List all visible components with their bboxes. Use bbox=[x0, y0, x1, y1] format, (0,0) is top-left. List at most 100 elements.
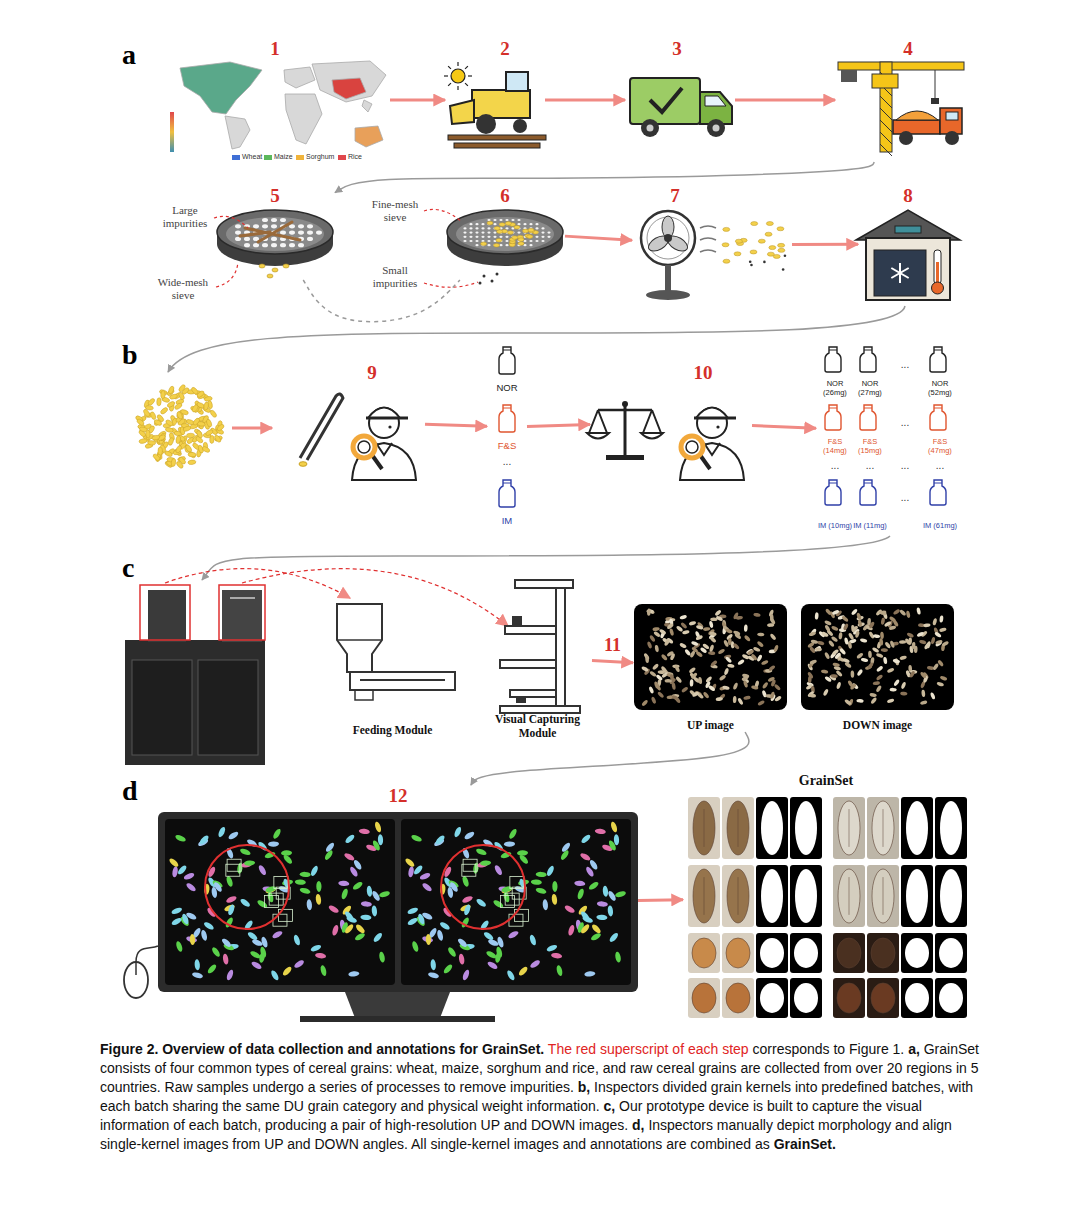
grain bbox=[767, 676, 775, 682]
panel-letter: d bbox=[122, 776, 138, 806]
grain bbox=[164, 450, 173, 457]
module-label: Visual Capturing Module bbox=[483, 712, 592, 740]
thermometer bbox=[934, 250, 941, 284]
crane-jib bbox=[838, 62, 964, 70]
grain bbox=[187, 433, 195, 438]
annotated-kernel bbox=[487, 938, 499, 947]
sieve-hole bbox=[307, 231, 313, 235]
batch-label: F&S (47mg) bbox=[921, 437, 959, 455]
module-label: Feeding Module bbox=[353, 723, 433, 737]
grain bbox=[893, 608, 901, 615]
sieve-hole bbox=[493, 236, 496, 238]
lattice bbox=[880, 132, 892, 144]
module-panel: Visual Capturing Module bbox=[483, 575, 592, 740]
bottle-cap bbox=[934, 483, 942, 484]
sieve-hole bbox=[487, 219, 490, 221]
grain bbox=[737, 659, 745, 666]
annotation-box bbox=[227, 859, 241, 871]
kernel-mask bbox=[939, 938, 963, 968]
annotated-kernel bbox=[190, 934, 196, 945]
bottle-outline bbox=[851, 345, 885, 373]
annotated-kernel bbox=[608, 932, 619, 944]
impurity bbox=[763, 261, 766, 264]
grain bbox=[169, 393, 178, 399]
annotated-kernel bbox=[531, 879, 542, 885]
land-region bbox=[225, 116, 250, 149]
flow-arrow bbox=[735, 99, 835, 102]
fan-icon bbox=[641, 211, 786, 300]
grain bbox=[715, 697, 723, 702]
legend-text: Wheat bbox=[242, 153, 262, 160]
annotated-kernel bbox=[272, 828, 282, 840]
annotation-box bbox=[273, 914, 287, 926]
step-number: 7 bbox=[670, 185, 680, 206]
grain bbox=[152, 435, 161, 441]
kernel-mask-ground bbox=[756, 865, 788, 927]
annotated-kernel bbox=[542, 899, 548, 910]
annotated-kernel bbox=[299, 887, 311, 895]
part-label: Small impurities bbox=[360, 264, 430, 290]
fan-base bbox=[646, 290, 690, 300]
step-number: 1 bbox=[270, 38, 280, 59]
kernel-mask-ground bbox=[935, 978, 967, 1018]
batch-label: NOR (26mg) bbox=[816, 379, 854, 397]
annotated-kernel bbox=[328, 904, 340, 914]
annotated-kernel bbox=[580, 833, 592, 844]
kernel bbox=[727, 869, 749, 923]
annotated-kernel bbox=[177, 864, 188, 876]
kernel-photo bbox=[688, 978, 720, 1018]
grain bbox=[724, 668, 730, 676]
magnifier-handle bbox=[372, 455, 382, 469]
annotated-kernel bbox=[507, 930, 519, 940]
ellipsis-mark: ... bbox=[866, 461, 874, 471]
batch-label: IM (61mg) bbox=[923, 521, 957, 530]
inspector-icon bbox=[680, 408, 744, 481]
annotated-kernel bbox=[340, 888, 349, 900]
kernel-mask bbox=[905, 938, 929, 968]
mouse-button bbox=[135, 962, 137, 975]
annotated-kernel bbox=[551, 952, 563, 959]
lattice bbox=[880, 120, 892, 132]
leader-line bbox=[214, 216, 248, 228]
grain bbox=[669, 653, 675, 661]
grain bbox=[722, 243, 729, 247]
grain bbox=[299, 462, 307, 467]
annotated-kernel bbox=[421, 882, 433, 893]
annotated-kernel bbox=[203, 921, 215, 931]
annotated-kernel bbox=[546, 865, 556, 877]
bottle bbox=[499, 405, 515, 432]
grain bbox=[178, 384, 186, 393]
kernel-mask bbox=[761, 801, 783, 855]
sieve-hole bbox=[541, 231, 544, 233]
sieve-hole bbox=[499, 244, 502, 246]
grain bbox=[861, 657, 869, 662]
grain bbox=[939, 615, 944, 623]
grain bbox=[147, 397, 156, 406]
grain bbox=[821, 631, 829, 638]
ellipsis-mark: ... bbox=[936, 461, 944, 471]
annotated-kernel bbox=[421, 911, 433, 920]
part-label: Wide-mesh sieve bbox=[148, 276, 218, 302]
sun-ray bbox=[468, 75, 472, 76]
sieve-hole bbox=[529, 223, 532, 225]
sieve-hole bbox=[463, 236, 466, 238]
step-number: 9 bbox=[367, 362, 377, 383]
feeder-motor bbox=[355, 690, 373, 700]
grain bbox=[844, 699, 852, 706]
sieve-hole bbox=[475, 244, 478, 246]
annotated-kernel bbox=[614, 834, 620, 845]
grain bbox=[725, 656, 733, 664]
sieve-hole bbox=[469, 240, 472, 242]
kernel-mask-ground bbox=[901, 865, 933, 927]
land-region bbox=[285, 94, 322, 144]
panel-letter: b bbox=[122, 340, 138, 370]
magnifier-lens bbox=[358, 441, 370, 453]
grain bbox=[691, 640, 699, 646]
inspector-icon bbox=[352, 408, 416, 481]
legend-item: Sorghum bbox=[296, 153, 334, 161]
grain bbox=[206, 419, 213, 428]
grain bbox=[831, 625, 839, 631]
sun-ray bbox=[444, 75, 448, 76]
annotated-kernel bbox=[535, 887, 547, 895]
